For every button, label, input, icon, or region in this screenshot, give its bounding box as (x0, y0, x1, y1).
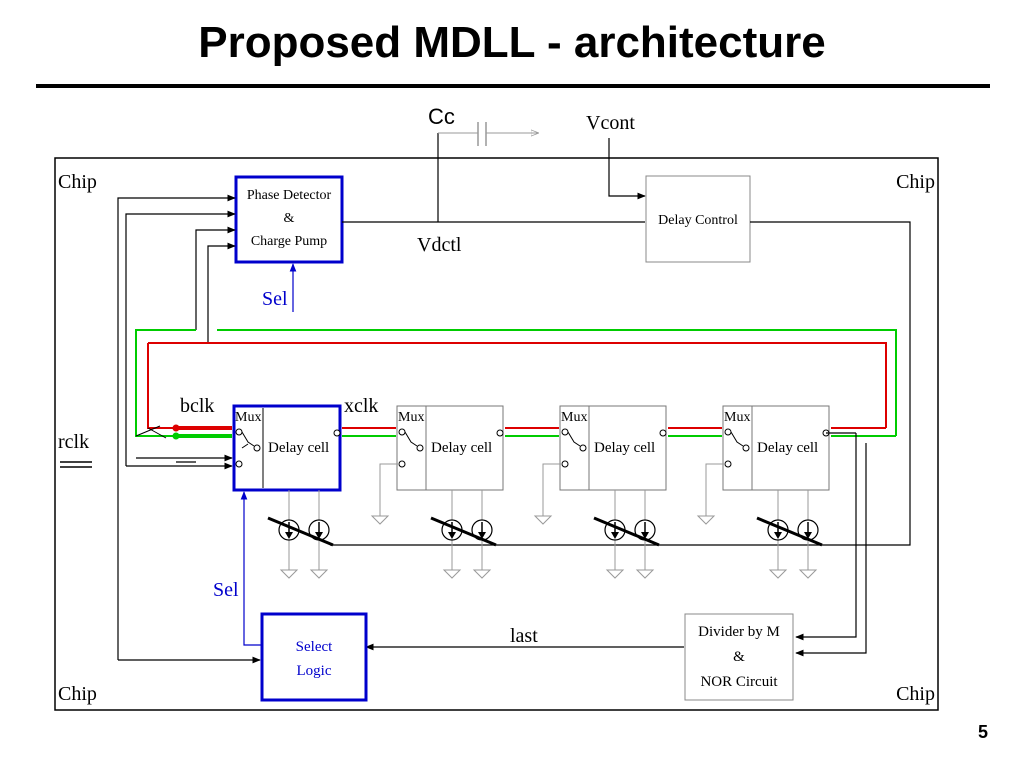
phase-detector-block: Phase Detector & Charge Pump (234, 175, 344, 264)
divider-block: Divider by M & NOR Circuit (684, 613, 794, 701)
slide-title: Proposed MDLL - architecture (198, 18, 826, 67)
green-node-dot (172, 432, 180, 440)
ground-icon (443, 559, 461, 579)
stage-3-cell-label: Delay cell (594, 440, 655, 456)
bias-wire (330, 221, 911, 546)
stage-4-mux-label: Mux (724, 410, 750, 425)
page-number: 5 (977, 722, 988, 742)
pd-input-wire-2 (125, 210, 236, 466)
mux-ground-wiring (379, 463, 725, 516)
vdctl-label: Vdctl (417, 234, 462, 256)
divider-label-1: Divider by M (698, 624, 780, 640)
chip-label-top-right: Chip (896, 171, 935, 193)
current-source-wiring (288, 490, 809, 560)
phase-detector-label-1: Phase Detector (247, 188, 332, 203)
xclk-label: xclk (344, 395, 378, 417)
chip-boundary (54, 157, 939, 711)
rclk-label: rclk (58, 431, 89, 453)
vcont-label: Vcont (586, 112, 635, 134)
stage-2-cell-label: Delay cell (431, 440, 492, 456)
crossover (135, 425, 167, 439)
stage-4-cell-label: Delay cell (757, 440, 818, 456)
ground-icon (310, 559, 328, 579)
cc-label: Cc (428, 104, 455, 129)
delay-control-block: Delay Control (645, 175, 751, 263)
ground-icon (473, 559, 491, 579)
ground-icon (769, 559, 787, 579)
stage-2: Mux Delay cell (396, 405, 504, 491)
pd-input-wire-3 (195, 226, 236, 330)
divider-input-wire-2 (795, 443, 867, 657)
ground-icon (799, 559, 817, 579)
red-node-dot (172, 424, 180, 432)
ground-icon (606, 559, 624, 579)
sel-bottom-label: Sel (213, 579, 239, 601)
stage-2-mux-label: Mux (398, 410, 424, 425)
sel-top-label: Sel (262, 288, 288, 310)
divider-label-3: NOR Circuit (700, 674, 778, 690)
last-label: last (510, 625, 538, 647)
stage-1-mux-label: Mux (235, 410, 261, 425)
divider-label-2: & (733, 649, 745, 665)
bclk-label: bclk (180, 395, 214, 417)
pd-input-wire-1 (117, 194, 236, 660)
chip-label-bottom-left: Chip (58, 683, 97, 705)
ground-icon (636, 559, 654, 579)
sel-bottom-wire (240, 491, 262, 646)
stage-1: Mux Delay cell (232, 404, 342, 492)
ground-icon (280, 559, 298, 579)
ground-icon (697, 505, 715, 525)
select-logic-block: Select Logic (260, 612, 368, 702)
green-feedback-path (135, 329, 897, 438)
chip-label-top-left: Chip (58, 171, 97, 193)
select-logic-label-2: Logic (297, 663, 332, 679)
phase-detector-label-3: Charge Pump (251, 234, 327, 249)
chip-label-bottom-right: Chip (896, 683, 935, 705)
delay-control-label: Delay Control (658, 213, 738, 228)
stage-3-mux-label: Mux (561, 410, 587, 425)
rclk-input (60, 461, 92, 468)
ground-icon (534, 505, 552, 525)
pd-input-wire-4 (207, 242, 236, 343)
vcont-wire (608, 138, 646, 200)
stage-1-cell-label: Delay cell (268, 440, 329, 456)
divider-input-wire-1 (795, 433, 857, 641)
title-rule (36, 84, 990, 88)
stage-3: Mux Delay cell (559, 405, 667, 491)
capacitor-cc (437, 122, 538, 222)
phase-detector-label-2: & (284, 211, 295, 226)
select-logic-label-1: Select (296, 639, 333, 655)
control-diagonals (267, 516, 823, 547)
ground-icon (371, 505, 389, 525)
stage-4: Mux Delay cell (722, 405, 830, 491)
